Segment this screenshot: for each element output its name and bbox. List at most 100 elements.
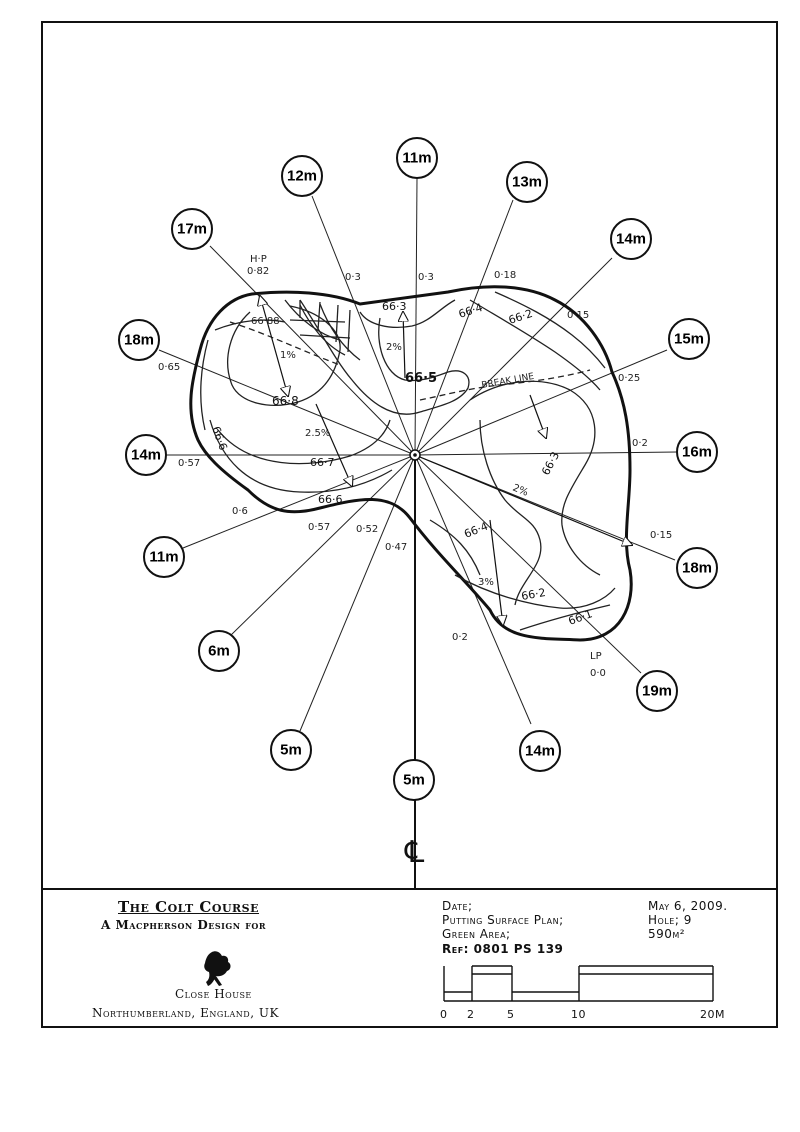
marker-circle-ne [610, 218, 652, 260]
marker-circle-ssw [270, 729, 312, 771]
contour-label-66-2-south: 66·2 [520, 586, 546, 603]
ray-e [414, 451, 678, 456]
client-name: Close House [175, 987, 252, 1001]
contour-label-66-88: 66·88 [251, 316, 280, 327]
contour-66-3-top [359, 299, 456, 328]
designer-line: A Macpherson Design for [101, 918, 267, 932]
course-name: The Colt Course [118, 898, 260, 916]
hatch-2 [317, 301, 321, 331]
slope-arrows [260, 296, 632, 625]
edge-height-e3: 0·15 [650, 530, 672, 541]
marker-circle-e [676, 431, 718, 473]
contour-66-1 [519, 604, 611, 631]
ray-ene [414, 349, 668, 456]
edge-height-w: 0·57 [178, 458, 200, 469]
marker-circle-wsw [143, 536, 185, 578]
contour-label-66-8: 66·8 [272, 394, 299, 408]
marker-circle-ese [676, 547, 718, 589]
marker-label-nnw: 12m [287, 168, 317, 185]
slope-label-2: 2% [386, 342, 402, 353]
edge-height-ne: 0·15 [567, 310, 589, 321]
marker-circle-w [125, 434, 167, 476]
close-house-logo [204, 951, 231, 986]
contour-nw-hatch-3 [319, 303, 361, 361]
ray-nnw [311, 195, 416, 456]
contour-66-5 [299, 299, 470, 415]
contour-label-66-4-south: 66·4 [462, 520, 490, 541]
marker-label-nw: 17m [177, 221, 207, 238]
slope-label-1: 1% [280, 350, 296, 361]
ray-nw [209, 245, 416, 456]
edge-height-wnw: 0·65 [158, 362, 180, 373]
edge-height-n3: 0·18 [494, 270, 516, 281]
hp-value: 0·82 [247, 266, 269, 277]
sheet-border [41, 21, 778, 1028]
ray-ssw [299, 454, 416, 732]
contour-break-line-east [419, 369, 591, 401]
ray-wnw [158, 349, 416, 456]
centerline-symbol: ℄ [404, 835, 424, 870]
contour-lines [200, 291, 616, 631]
slope-label-5: 3% [478, 577, 494, 588]
hatch-4 [347, 309, 351, 353]
hatch-3 [335, 304, 339, 343]
distance-markers [118, 137, 718, 801]
break-line-label: Break Line [481, 372, 535, 391]
marker-label-nne: 13m [512, 174, 542, 191]
green-outline [189, 285, 633, 642]
marker-label-ssw: 5m [280, 742, 302, 759]
scale-bar [443, 965, 714, 1002]
marker-label-sse: 14m [525, 743, 555, 760]
contour-66-4-top [469, 299, 601, 391]
hatch-6 [299, 334, 351, 339]
marker-circle-nw [171, 208, 213, 250]
marker-label-n: 11m [402, 150, 431, 167]
marker-circle-se [636, 670, 678, 712]
hatch-5 [289, 319, 346, 323]
contour-label-66-6-west: 66·6 [209, 425, 230, 452]
marker-label-w: 14m [131, 447, 161, 464]
date-value: May 6, 2009. [648, 899, 728, 913]
marker-circle-n [396, 137, 438, 179]
scale-label-20: 20m [700, 1008, 725, 1021]
contour-66-3-east [479, 419, 542, 606]
area-value: 590m² [648, 927, 686, 941]
contour-label-66-1: 66·1 [567, 607, 594, 628]
edge-height-e1: 0·25 [618, 373, 640, 384]
slope-arrow-5 [489, 519, 503, 625]
edge-height-sw2: 0·57 [308, 522, 330, 533]
contour-label-66-6-south: 66·6 [318, 493, 343, 506]
marker-circle-nnw [281, 155, 323, 197]
distance-marker-labels: 11m 12m 13m 17m 14m 18m 15m 14m 16m 11m … [124, 150, 712, 789]
hp-label: H·P [250, 254, 267, 265]
ray-wsw [182, 454, 416, 549]
lp-value: 0·0 [590, 668, 606, 679]
contour-66-2-top [494, 291, 606, 369]
edge-height-sw1: 0·6 [232, 506, 248, 517]
ray-sw [228, 454, 416, 638]
marker-label-ese: 18m [682, 560, 712, 577]
marker-circle-sse [519, 730, 561, 772]
edge-height-sw3: 0·52 [356, 524, 378, 535]
marker-label-wsw: 11m [149, 549, 178, 566]
scale-label-2: 2 [467, 1008, 475, 1021]
edge-height-se: 0·2 [452, 632, 468, 643]
marker-label-wnw: 18m [124, 332, 154, 349]
contour-label-66-7: 66·7 [310, 456, 335, 469]
contour-label-66-5: 66·5 [405, 371, 437, 386]
lp-label: LP [590, 651, 602, 662]
contour-66-7 [217, 419, 391, 465]
hole-value: Hole; 9 [648, 913, 692, 927]
slope-label-3: 2.5% [305, 428, 330, 439]
slope-arrow-3 [315, 403, 352, 486]
contour-nw-hatch-2 [299, 304, 346, 356]
contour-label-66-3-top: 66·3 [382, 300, 407, 313]
edge-height-e2: 0·2 [632, 438, 648, 449]
scale-label-10: 10 [571, 1008, 586, 1021]
contour-break-line [229, 321, 341, 366]
slope-arrow-1 [260, 296, 288, 396]
marker-label-e: 16m [682, 444, 712, 461]
pin-dot [413, 453, 417, 457]
contour-west-edge [200, 339, 209, 431]
